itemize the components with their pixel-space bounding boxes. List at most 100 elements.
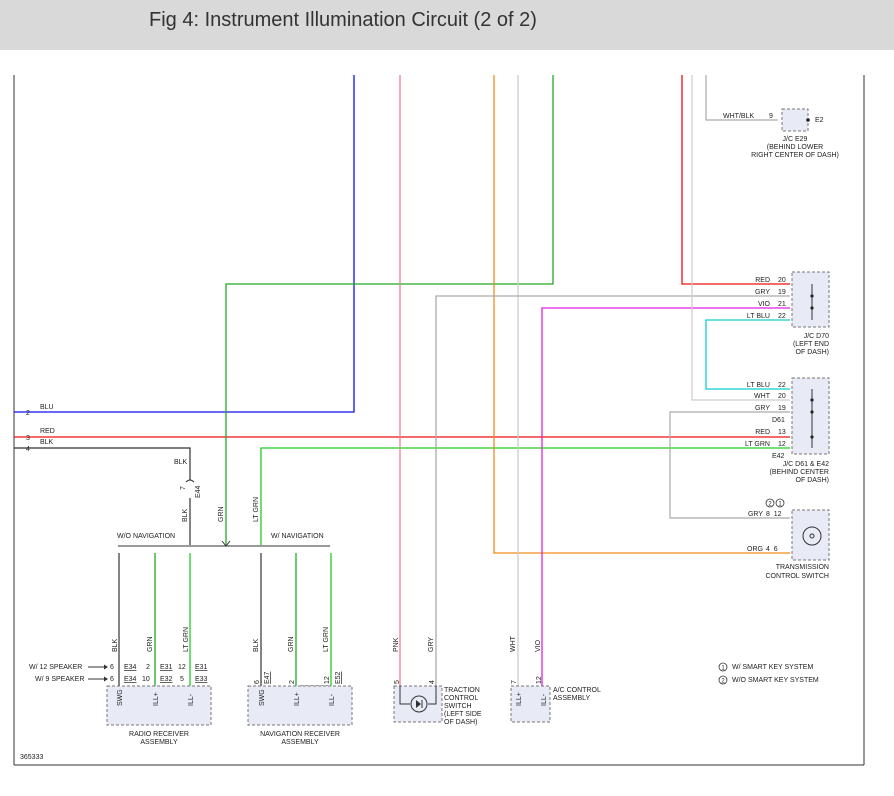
jc-d61-e42: LT BLU 22 WHT 20 GRY 19 D61 RED 13 LT GR… bbox=[745, 377, 830, 484]
wires bbox=[14, 75, 790, 686]
d61-w0: LT BLU bbox=[747, 382, 770, 389]
ac-line2: ASSEMBLY bbox=[553, 695, 591, 702]
ac-w-wht: WHT bbox=[510, 635, 517, 652]
radio-line2: ASSEMBLY bbox=[140, 739, 178, 746]
trac-pin4: 4 bbox=[429, 680, 436, 684]
navr-w-ltgrn: LT GRN bbox=[323, 627, 330, 652]
legend-text-1: W/ SMART KEY SYSTEM bbox=[732, 664, 813, 671]
jc-e29-box bbox=[781, 108, 809, 132]
page-title: Fig 4: Instrument Illumination Circuit (… bbox=[149, 9, 537, 31]
d70-w2: VIO bbox=[758, 301, 771, 308]
nav-junction: BLK 7 E44 BLK GRN LT GRN W/O NAVIGATION … bbox=[117, 459, 324, 540]
radio-w-blk: BLK bbox=[112, 638, 119, 652]
nav-vert-ltgrn: LT GRN bbox=[253, 497, 260, 522]
pin-2: 2 bbox=[26, 410, 30, 417]
radio-r1-2: 2 bbox=[146, 664, 150, 671]
trac-line3: SWITCH bbox=[444, 703, 472, 710]
pin-3: 3 bbox=[26, 435, 30, 442]
d70-line2: (LEFT END bbox=[793, 341, 829, 348]
wire-ltgrn bbox=[260, 447, 790, 545]
navr-line2: ASSEMBLY bbox=[281, 739, 319, 746]
navr-pin12: 12 bbox=[324, 676, 331, 684]
radio-r1-3: E31 bbox=[160, 664, 173, 671]
radio-pin-swg: SWG bbox=[117, 689, 124, 706]
legend-badge-2 bbox=[718, 675, 728, 685]
navr-pin-swg: SWG bbox=[259, 689, 266, 706]
d61-p1: 20 bbox=[778, 393, 786, 400]
e44-connector bbox=[185, 479, 195, 483]
radio-r2-3: E32 bbox=[160, 676, 173, 683]
trac-pin5: 5 bbox=[394, 680, 401, 684]
trac-w-gry: GRY bbox=[428, 637, 435, 652]
e42-w1: LT GRN bbox=[745, 441, 770, 448]
ac-w-vio: VIO bbox=[535, 639, 542, 652]
wire-org bbox=[493, 75, 790, 554]
navr-e47: E47 bbox=[264, 671, 271, 684]
d70-p0: 20 bbox=[778, 277, 786, 284]
e42-w0: RED bbox=[755, 429, 770, 436]
transmission-switch: 2 1 GRY 8 12 ORG 4 6 TRANSMISSION CONTRO… bbox=[747, 498, 830, 580]
trans-line1: TRANSMISSION bbox=[776, 564, 829, 571]
trans-gry: GRY bbox=[748, 511, 763, 518]
jc-e29-dot bbox=[806, 118, 810, 122]
wire-whtblk bbox=[705, 75, 778, 121]
radio-pin-illp: ILL+ bbox=[153, 692, 160, 706]
legend-text-2: W/O SMART KEY SYSTEM bbox=[732, 677, 819, 684]
e29-line3: RIGHT CENTER OF DASH) bbox=[751, 152, 839, 159]
legend: 1 W/ SMART KEY SYSTEM 2 W/O SMART KEY SY… bbox=[718, 662, 819, 685]
wire-label-blu: BLU bbox=[40, 404, 54, 411]
radio-box bbox=[106, 685, 212, 726]
e29-line2: (BEHIND LOWER bbox=[767, 144, 823, 151]
e42-p0: 13 bbox=[778, 429, 786, 436]
navigation-receiver: BLK GRN LT GRN 6 E47 2 12 E52 SWG ILL+ I… bbox=[247, 627, 353, 746]
ac-control: WHT VIO 7 12 ILL+ ILL- A/C CONTROL ASSEM… bbox=[510, 635, 601, 723]
nav-vert-grn: GRN bbox=[218, 506, 225, 522]
e42-conn: E42 bbox=[772, 453, 785, 460]
d61-w2: GRY bbox=[755, 405, 770, 412]
d61-line1: J/C D61 & E42 bbox=[783, 461, 829, 468]
radio-r1-4: 12 bbox=[178, 664, 186, 671]
ac-pin12: 12 bbox=[536, 676, 543, 684]
wire-red-d70 bbox=[681, 75, 790, 285]
trac-w-pnk: PNK bbox=[393, 637, 400, 652]
wire-blk bbox=[14, 447, 191, 480]
radio-receiver: BLK GRN LT GRN W/ 12 SPEAKER W/ 9 SPEAKE… bbox=[29, 627, 212, 746]
e44-pin: 7 bbox=[180, 486, 187, 490]
radio-w-grn: GRN bbox=[147, 636, 154, 652]
ac-pin-illm: ILL- bbox=[541, 693, 548, 706]
d61-line3: OF DASH) bbox=[796, 477, 829, 484]
jc-e29: WHT/BLK 9 E2 J/C E29 (BEHIND LOWER RIGHT… bbox=[723, 108, 839, 159]
radio-pin-illm: ILL- bbox=[188, 693, 195, 706]
d70-p1: 19 bbox=[778, 289, 786, 296]
navr-e52: E52 bbox=[335, 671, 342, 684]
radio-r2-2: 10 bbox=[142, 676, 150, 683]
jc-d61-box bbox=[791, 377, 830, 455]
title-bar bbox=[0, 0, 894, 50]
radio-w-ltgrn: LT GRN bbox=[183, 627, 190, 652]
navr-pin-illm: ILL- bbox=[329, 693, 336, 706]
radio-r2-0: 6 bbox=[110, 676, 114, 683]
radio-line1: RADIO RECEIVER bbox=[129, 731, 189, 738]
legend-badge-1 bbox=[718, 662, 728, 672]
wire-ltblu bbox=[705, 319, 790, 390]
navr-pin2: 2 bbox=[289, 680, 296, 684]
nav-vert-blk: BLK bbox=[182, 508, 189, 522]
trac-line1: TRACTION bbox=[444, 687, 480, 694]
ac-box bbox=[510, 685, 551, 723]
trac-line4: (LEFT SIDE bbox=[444, 711, 482, 718]
nav-split-notch bbox=[221, 540, 231, 547]
radio-r1-1: E34 bbox=[124, 664, 137, 671]
speaker-9: W/ 9 SPEAKER bbox=[35, 676, 84, 683]
left-pins: 2 BLU 3 RED 4 BLK bbox=[26, 404, 55, 453]
e29-wire: WHT/BLK bbox=[723, 113, 754, 120]
navr-box bbox=[247, 685, 353, 726]
trac-lamp bbox=[410, 695, 428, 713]
d70-line3: OF DASH) bbox=[796, 349, 829, 356]
d70-w0: RED bbox=[755, 277, 770, 284]
trans-gry-pins: 8 12 bbox=[766, 511, 782, 518]
trans-badge-2 bbox=[765, 498, 775, 508]
d70-w1: GRY bbox=[755, 289, 770, 296]
diagram-id: 365333 bbox=[20, 754, 43, 761]
speaker-12: W/ 12 SPEAKER bbox=[29, 664, 82, 671]
